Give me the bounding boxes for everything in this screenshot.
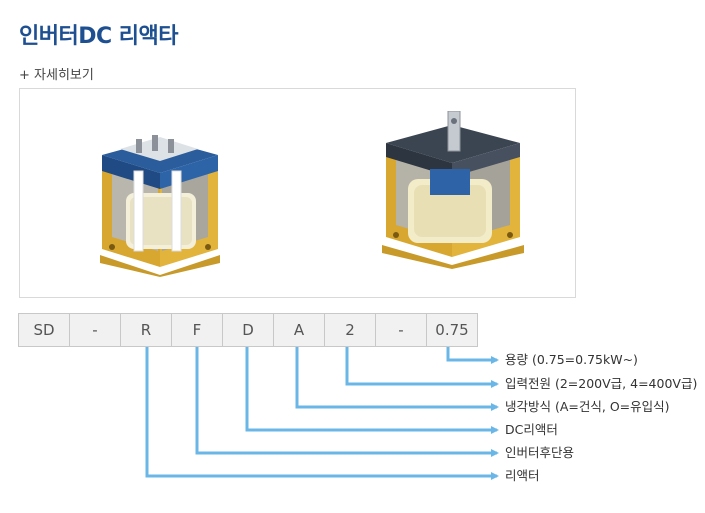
desc-capacity: 용량 (0.75=0.75kW~)	[505, 352, 638, 367]
product-photo-panel	[19, 88, 576, 298]
connector-voltage	[345, 347, 499, 388]
code-segment-dc: D	[222, 313, 274, 347]
desc-input-power: 입력전원 (2=200V급, 4=400V급)	[505, 376, 698, 391]
connector-inverter-output	[195, 347, 499, 457]
connector-capacity	[446, 347, 499, 364]
desc-inverter-output: 인버터후단용	[505, 445, 575, 460]
code-segment-series: SD	[18, 313, 70, 347]
code-segment-cooling: A	[273, 313, 325, 347]
code-segment-inverter-output: F	[171, 313, 223, 347]
reactor-photo-2	[382, 111, 524, 269]
code-segment-dash-1: -	[69, 313, 121, 347]
page-title: 인버터DC 리액타	[19, 24, 179, 49]
connector-cooling	[295, 347, 499, 411]
desc-dc-reactor: DC리액터	[505, 422, 558, 437]
code-segment-dash-2: -	[375, 313, 427, 347]
connector-reactor	[145, 347, 499, 480]
detail-link[interactable]: + 자세히보기	[19, 68, 94, 83]
code-segment-voltage: 2	[324, 313, 376, 347]
model-code-table: SD - R F D A 2 - 0.75	[18, 313, 478, 347]
desc-cooling-method: 냉각방식 (A=건식, O=유입식)	[505, 399, 670, 414]
connector-dc	[245, 347, 499, 434]
reactor-photo-1	[100, 135, 220, 277]
code-segment-capacity: 0.75	[426, 313, 478, 347]
desc-reactor: 리액터	[505, 468, 540, 483]
